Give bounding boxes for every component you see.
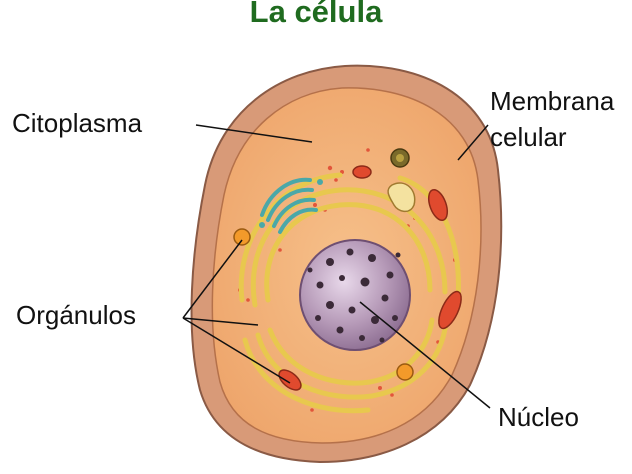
endoplasmic-reticulum xyxy=(238,172,461,414)
nucleus-label: Núcleo xyxy=(498,402,579,432)
organelles-label: Orgánulos xyxy=(16,300,136,330)
cytoplasm-label: Citoplasma xyxy=(12,108,143,138)
membrane-label-line2: celular xyxy=(490,122,567,152)
golgi-apparatus xyxy=(259,177,323,234)
membrane-label-line1: Membrana xyxy=(490,86,615,116)
mitochondria xyxy=(278,165,462,391)
leader-lines xyxy=(182,124,491,409)
vesicles xyxy=(233,148,416,381)
nucleus xyxy=(299,239,411,351)
diagram-title: La célula xyxy=(249,0,383,29)
